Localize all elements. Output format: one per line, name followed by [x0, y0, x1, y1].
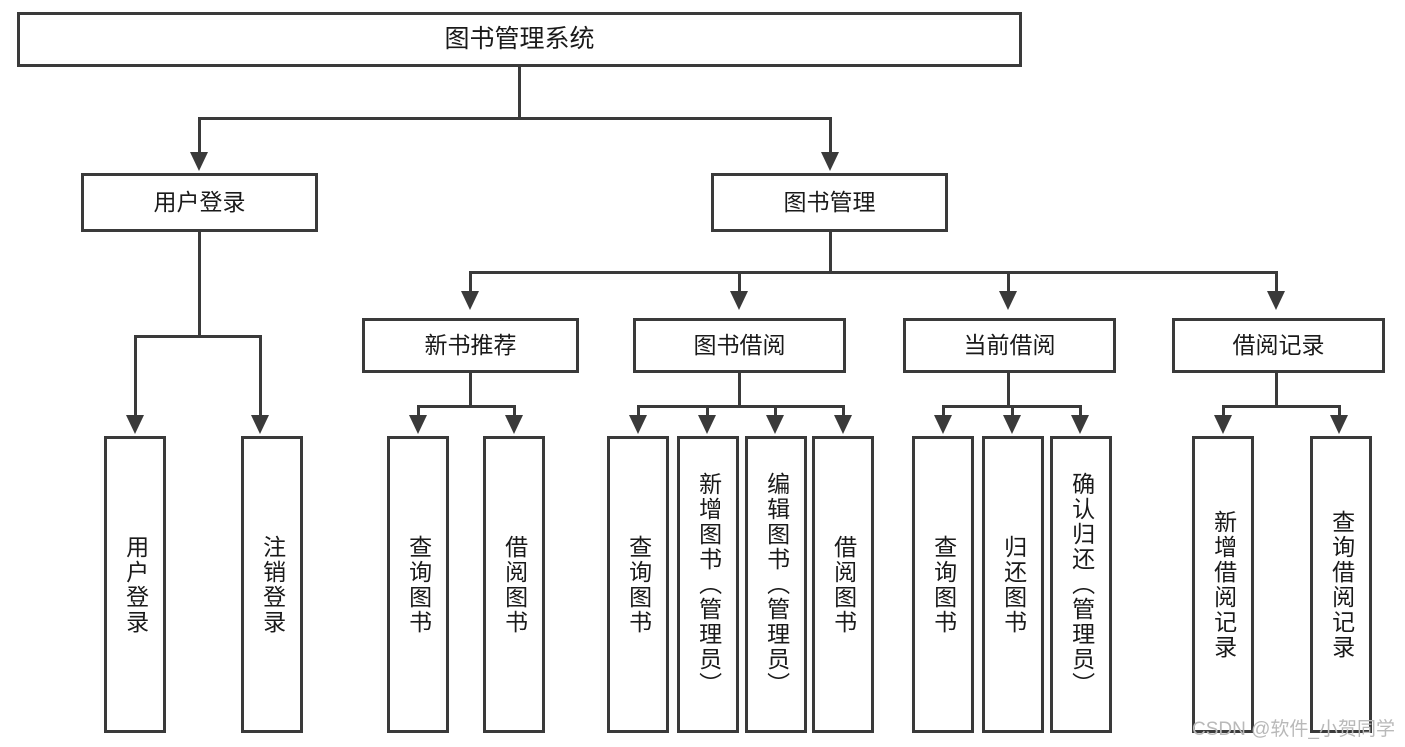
- arrowhead-borrow-edit-book: [766, 415, 784, 434]
- node-new-book-recommend[interactable]: 新书推荐: [362, 318, 579, 373]
- connector-borrow-drop-2: [706, 405, 709, 417]
- connector-borrow-stem: [738, 373, 741, 407]
- arrowhead-borrow-add-book: [698, 415, 716, 434]
- node-user-login[interactable]: 用户登录: [81, 173, 318, 232]
- arrowhead-borrow-query-book: [629, 415, 647, 434]
- node-borrow-record[interactable]: 借阅记录: [1172, 318, 1385, 373]
- leaf-borrow-edit-book-admin[interactable]: 编辑图书（管理员）: [745, 436, 807, 733]
- leaf-current-return-book[interactable]: 归还图书: [982, 436, 1044, 733]
- node-current-borrow[interactable]: 当前借阅: [903, 318, 1116, 373]
- arrowhead-borrow-lend-book: [834, 415, 852, 434]
- arrowhead-user-login: [190, 152, 208, 171]
- node-book-management[interactable]: 图书管理: [711, 173, 948, 232]
- connector-book-mgmt-drop-1: [469, 271, 472, 293]
- leaf-recommend-query-book[interactable]: 查询图书: [387, 436, 449, 733]
- connector-user-login-stem: [198, 232, 201, 337]
- leaf-current-confirm-return-admin[interactable]: 确认归还（管理员）: [1050, 436, 1112, 733]
- arrowhead-current-confirm-return: [1071, 415, 1089, 434]
- connector-root-drop-left: [198, 117, 201, 154]
- connector-root-drop-right: [829, 117, 832, 154]
- arrowhead-current-return-book: [1003, 415, 1021, 434]
- arrowhead-leaf-logout: [251, 415, 269, 434]
- connector-book-mgmt-drop-3: [1007, 271, 1010, 293]
- connector-record-drop-2: [1338, 405, 1341, 417]
- connector-book-mgmt-drop-4: [1275, 271, 1278, 293]
- arrowhead-current-borrow: [999, 291, 1017, 310]
- arrowhead-current-query-book: [934, 415, 952, 434]
- connector-book-mgmt-drop-2: [738, 271, 741, 293]
- node-book-borrow[interactable]: 图书借阅: [633, 318, 846, 373]
- connector-root-bus: [198, 117, 832, 120]
- connector-recommend-drop-2: [513, 405, 516, 417]
- connector-borrow-bus: [637, 405, 845, 408]
- connector-borrow-drop-3: [774, 405, 777, 417]
- leaf-record-query-borrow-record[interactable]: 查询借阅记录: [1310, 436, 1372, 733]
- connector-recommend-bus: [417, 405, 516, 408]
- leaf-borrow-lend-book[interactable]: 借阅图书: [812, 436, 874, 733]
- arrowhead-borrow-record: [1267, 291, 1285, 310]
- leaf-record-add-borrow-record[interactable]: 新增借阅记录: [1192, 436, 1254, 733]
- arrowhead-book-management: [821, 152, 839, 171]
- connector-record-bus: [1222, 405, 1341, 408]
- arrowhead-recommend-borrow-book: [505, 415, 523, 434]
- connector-recommend-stem: [469, 373, 472, 407]
- leaf-recommend-borrow-book[interactable]: 借阅图书: [483, 436, 545, 733]
- connector-borrow-drop-1: [637, 405, 640, 417]
- leaf-borrow-add-book-admin[interactable]: 新增图书（管理员）: [677, 436, 739, 733]
- arrowhead-new-book-recommend: [461, 291, 479, 310]
- connector-current-drop-1: [942, 405, 945, 417]
- leaf-user-login[interactable]: 用户登录: [104, 436, 166, 733]
- connector-user-login-drop-1: [134, 335, 137, 417]
- arrowhead-book-borrow: [730, 291, 748, 310]
- leaf-current-query-book[interactable]: 查询图书: [912, 436, 974, 733]
- connector-current-drop-3: [1079, 405, 1082, 417]
- connector-borrow-drop-4: [842, 405, 845, 417]
- arrowhead-leaf-user-login: [126, 415, 144, 434]
- arrowhead-record-query: [1330, 415, 1348, 434]
- node-root-book-management-system[interactable]: 图书管理系统: [17, 12, 1022, 67]
- connector-user-login-bus: [134, 335, 262, 338]
- connector-current-drop-2: [1011, 405, 1014, 417]
- arrowhead-record-add: [1214, 415, 1232, 434]
- leaf-logout[interactable]: 注销登录: [241, 436, 303, 733]
- connector-root-stem: [518, 67, 521, 119]
- arrowhead-recommend-query-book: [409, 415, 427, 434]
- connector-book-mgmt-stem: [829, 232, 832, 274]
- connector-record-drop-1: [1222, 405, 1225, 417]
- leaf-borrow-query-book[interactable]: 查询图书: [607, 436, 669, 733]
- connector-recommend-drop-1: [417, 405, 420, 417]
- connector-current-stem: [1007, 373, 1010, 407]
- connector-record-stem: [1275, 373, 1278, 407]
- connector-user-login-drop-2: [259, 335, 262, 417]
- connector-book-mgmt-bus: [469, 271, 1278, 274]
